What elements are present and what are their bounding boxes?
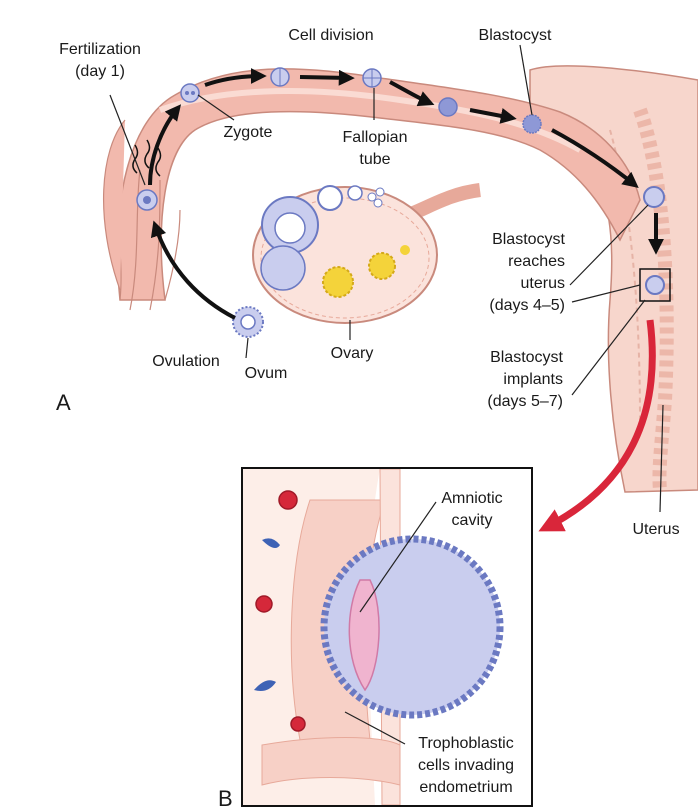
blastocyst-top-label: Blastocyst bbox=[479, 27, 552, 44]
panel-a-label: A bbox=[56, 390, 71, 415]
zygote-icon bbox=[181, 84, 199, 102]
morula-icon bbox=[439, 98, 457, 116]
fertilization-day-label: (day 1) bbox=[75, 63, 125, 80]
ovum-icon bbox=[233, 307, 263, 337]
trophoblastic-label-2: cells invading bbox=[418, 757, 514, 774]
reaches-label-4: (days 4–5) bbox=[489, 297, 565, 314]
fallopian-label: Fallopian bbox=[343, 129, 408, 146]
fallopian-tube-label: tube bbox=[359, 151, 390, 168]
zygote-label: Zygote bbox=[224, 124, 273, 141]
implants-label-3: (days 5–7) bbox=[487, 393, 563, 410]
two-cell-icon bbox=[271, 68, 289, 86]
cell-division-label: Cell division bbox=[288, 27, 373, 44]
ovary bbox=[253, 186, 480, 323]
ovary-label: Ovary bbox=[331, 345, 374, 362]
ovum-label: Ovum bbox=[245, 365, 288, 382]
panel-b-label: B bbox=[218, 786, 233, 811]
implants-label-2: implants bbox=[503, 371, 563, 388]
amniotic-cavity-label: cavity bbox=[452, 512, 493, 529]
ovulation-label: Ovulation bbox=[152, 353, 220, 370]
reaches-label-2: reaches bbox=[508, 253, 565, 270]
reaches-label-1: Blastocyst bbox=[492, 231, 565, 248]
trophoblastic-label-1: Trophoblastic bbox=[418, 735, 513, 752]
trophoblastic-label-3: endometrium bbox=[419, 779, 512, 796]
amniotic-label: Amniotic bbox=[441, 490, 502, 507]
four-cell-icon bbox=[363, 69, 381, 87]
fertilization-label: Fertilization bbox=[59, 41, 141, 58]
fertilized-egg-icon bbox=[137, 190, 157, 210]
implants-label-1: Blastocyst bbox=[490, 349, 563, 366]
reaches-label-3: uterus bbox=[521, 275, 565, 292]
uterus-label: Uterus bbox=[632, 521, 679, 538]
